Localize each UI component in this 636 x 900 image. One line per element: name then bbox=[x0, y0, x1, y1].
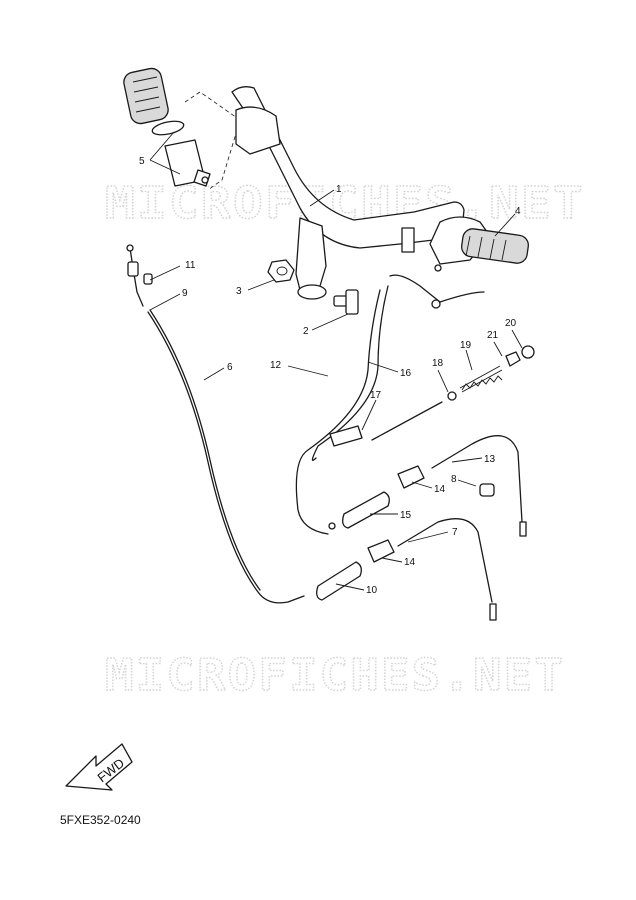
leader-lines bbox=[149, 131, 523, 591]
callout-10[interactable]: 10 bbox=[366, 585, 378, 596]
callout-12[interactable]: 12 bbox=[270, 360, 282, 371]
callout-13[interactable]: 13 bbox=[484, 454, 496, 465]
callout-1[interactable]: 1 bbox=[336, 184, 342, 195]
cable-clip[interactable] bbox=[479, 483, 495, 497]
callout-8[interactable]: 8 bbox=[451, 474, 457, 485]
adjuster-lower[interactable] bbox=[367, 539, 395, 563]
spring-assembly[interactable] bbox=[371, 345, 535, 441]
callout-3[interactable]: 3 bbox=[236, 286, 242, 297]
callout-21[interactable]: 21 bbox=[487, 330, 499, 341]
watermark-bottom: MICROFICHES.NET bbox=[105, 650, 565, 701]
callout-20[interactable]: 20 bbox=[505, 318, 517, 329]
callout-15[interactable]: 15 bbox=[400, 510, 412, 521]
cable-bracket[interactable] bbox=[329, 425, 363, 447]
callout-4[interactable]: 4 bbox=[515, 206, 521, 217]
fwd-arrow: FWD bbox=[65, 743, 133, 791]
right-grip[interactable] bbox=[460, 228, 529, 265]
callout-5[interactable]: 5 bbox=[139, 156, 145, 167]
cable-13[interactable] bbox=[431, 435, 527, 537]
callout-2[interactable]: 2 bbox=[303, 326, 309, 337]
left-grip-assembly[interactable] bbox=[122, 67, 211, 187]
nut[interactable] bbox=[267, 259, 295, 283]
cable-fitting-15[interactable] bbox=[342, 491, 390, 529]
adjuster-upper[interactable] bbox=[397, 465, 425, 489]
diagram-code: 5FXE352-0240 bbox=[60, 813, 141, 827]
callout-14-upper[interactable]: 14 bbox=[434, 484, 446, 495]
callout-11[interactable]: 11 bbox=[185, 260, 196, 271]
cable-7[interactable] bbox=[397, 518, 497, 621]
bolt[interactable] bbox=[333, 289, 359, 315]
cable-12-16[interactable] bbox=[295, 274, 485, 535]
callout-17[interactable]: 17 bbox=[370, 390, 382, 401]
callout-7[interactable]: 7 bbox=[452, 527, 458, 538]
callout-6[interactable]: 6 bbox=[227, 362, 233, 373]
cable-fitting-10[interactable] bbox=[316, 561, 362, 601]
callout-18[interactable]: 18 bbox=[432, 358, 444, 369]
callout-16[interactable]: 16 bbox=[400, 368, 412, 379]
callout-19[interactable]: 19 bbox=[460, 340, 472, 351]
callout-9[interactable]: 9 bbox=[182, 288, 188, 299]
callout-14-lower[interactable]: 14 bbox=[404, 557, 416, 568]
throttle-cable[interactable] bbox=[126, 244, 305, 604]
callouts: 1 2 3 4 5 6 7 8 9 10 11 12 13 14 14 15 1… bbox=[139, 156, 521, 596]
